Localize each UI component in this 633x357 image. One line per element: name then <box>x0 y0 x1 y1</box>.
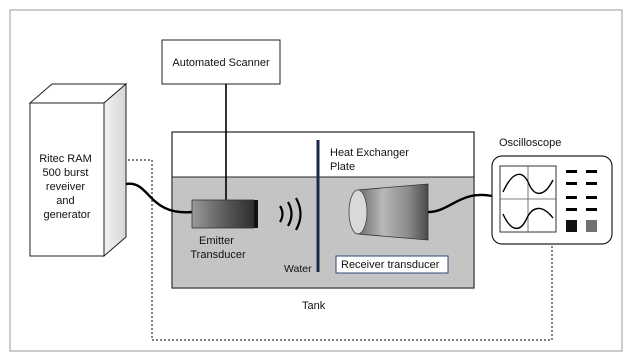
receiver-label-box <box>335 255 449 274</box>
pulser-label: Ritec RAM 500 burst reveiver and generat… <box>39 153 95 221</box>
plate-label: Heat Exchanger Plate <box>330 147 412 173</box>
receiver-cable <box>427 193 493 214</box>
receiver-transducer <box>348 183 429 241</box>
oscilloscope <box>491 155 613 245</box>
emitter-label: Emitter Transducer <box>190 235 246 261</box>
oscilloscope-label: Oscilloscope <box>499 137 561 149</box>
tank-label: Tank <box>302 300 326 312</box>
automated-scanner-box <box>161 39 281 85</box>
pulser-cable <box>125 182 193 214</box>
pulser-generator-box <box>28 82 128 258</box>
oscilloscope-knobs <box>566 220 597 232</box>
sound-wave-icon <box>279 197 302 231</box>
oscilloscope-controls <box>566 170 597 211</box>
receiver-label: Receiver transducer <box>341 259 440 271</box>
waveform-icon <box>502 173 554 229</box>
figure-frame <box>9 9 623 352</box>
scanner-label: Automated Scanner <box>172 57 270 69</box>
trigger-line <box>128 159 553 341</box>
water-label: Water <box>284 263 312 275</box>
emitter-transducer <box>191 199 258 229</box>
